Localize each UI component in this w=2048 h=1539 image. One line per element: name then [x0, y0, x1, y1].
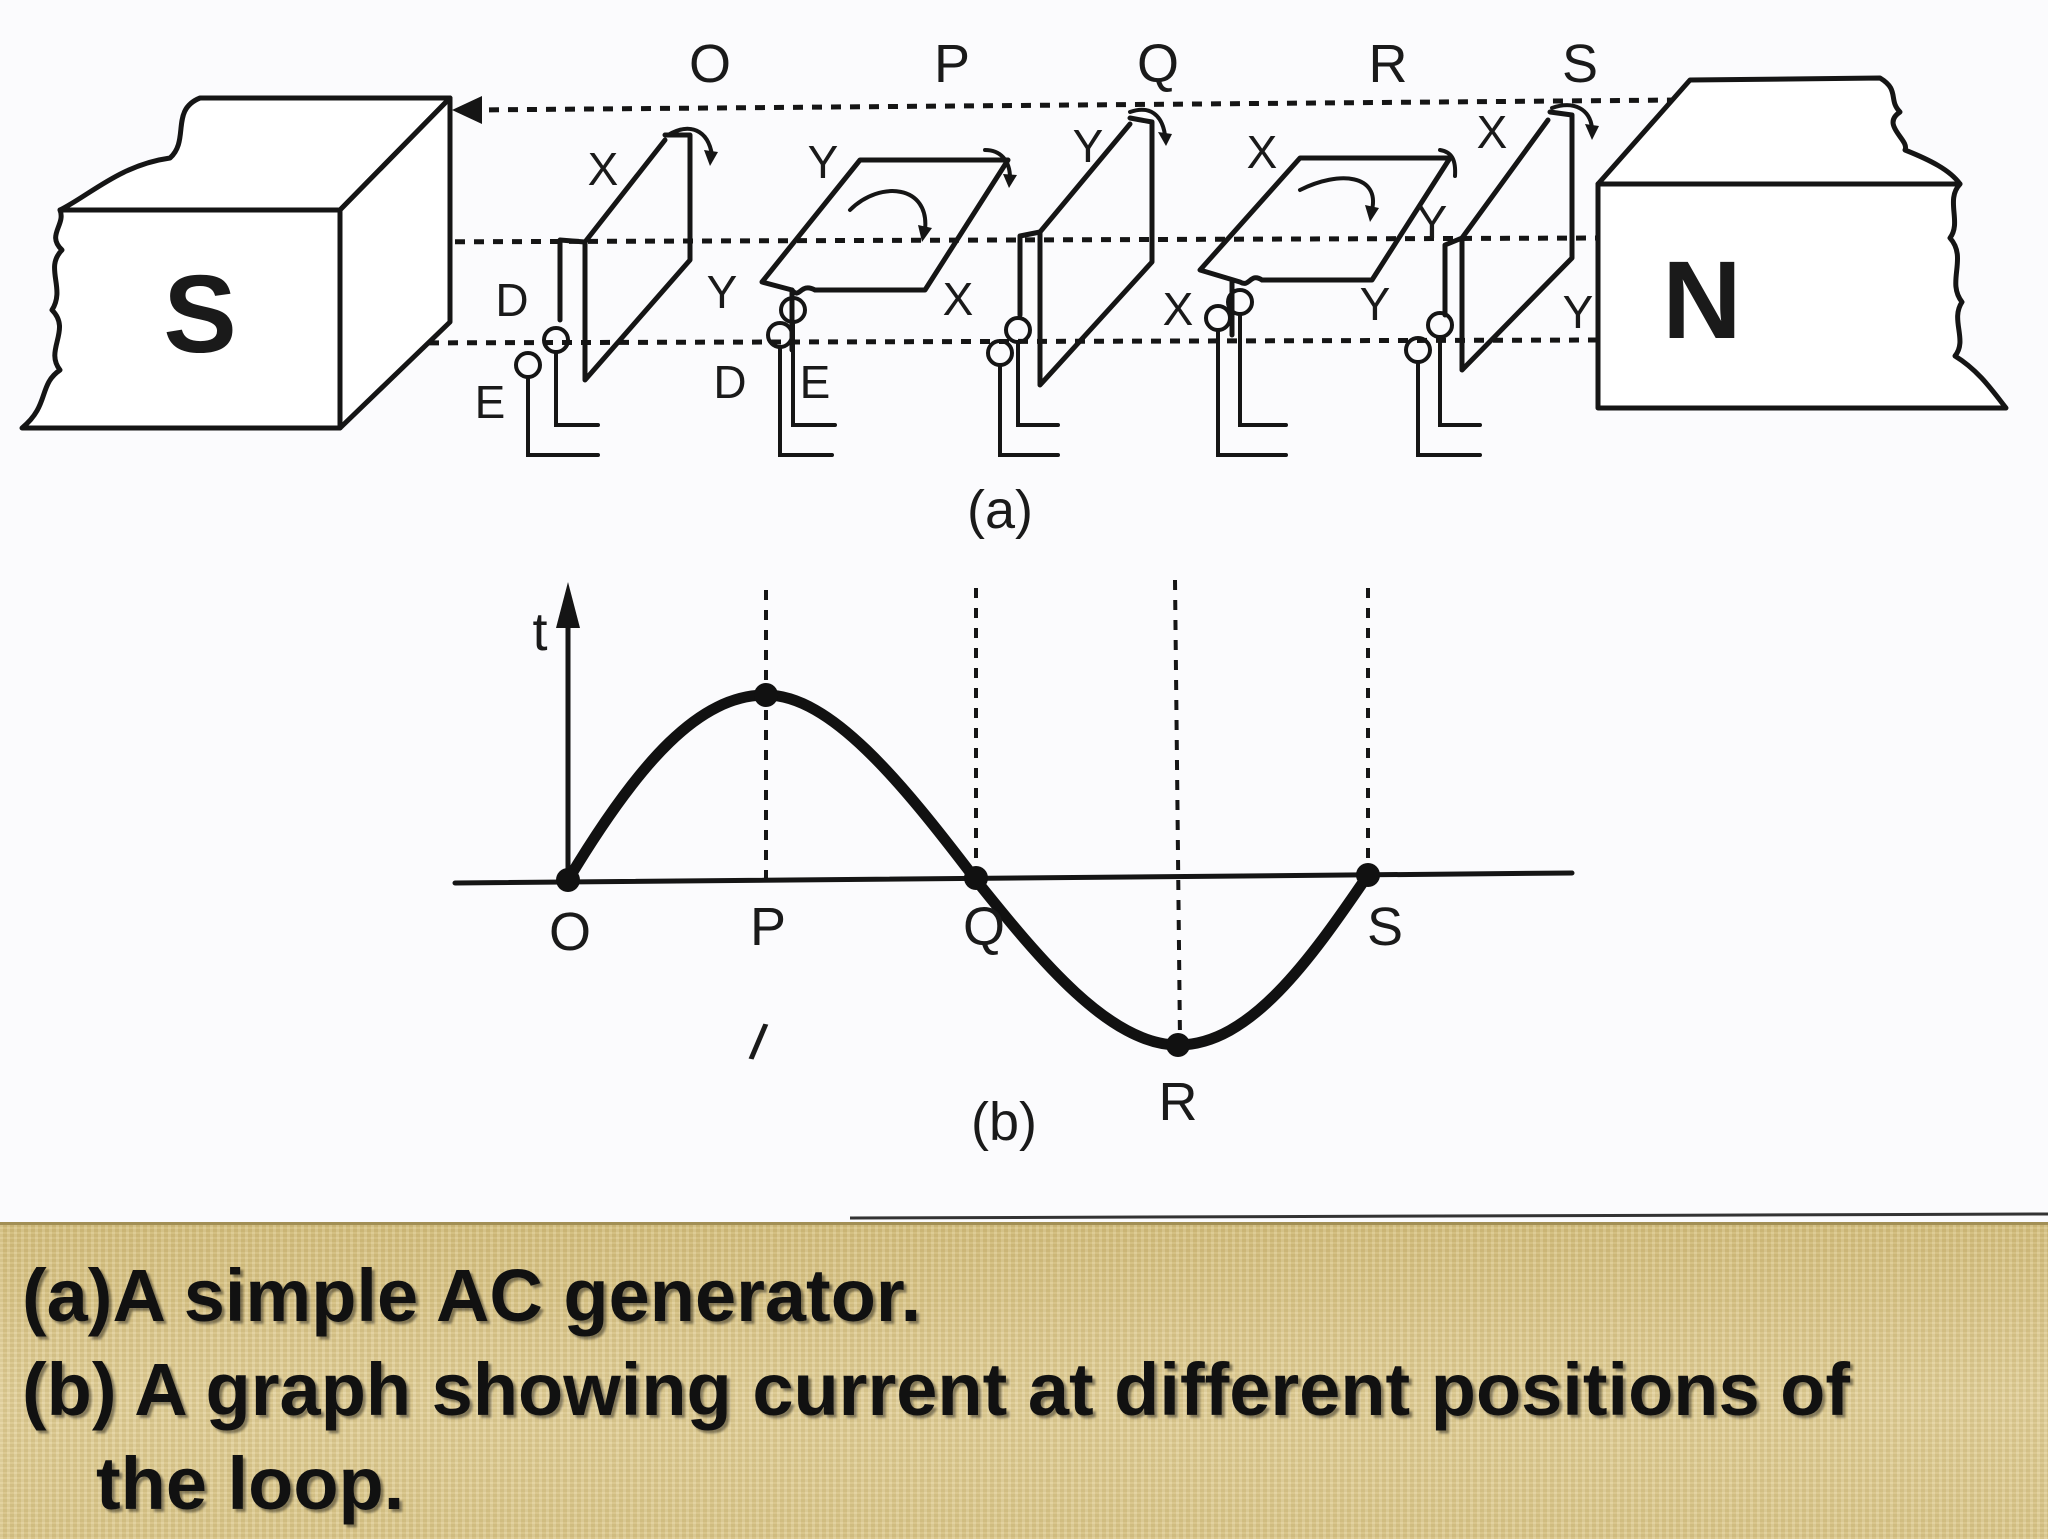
point-q — [964, 866, 988, 890]
loop-position-q: Y X — [943, 107, 1172, 457]
loop-r-label-x-top: X — [1247, 126, 1278, 178]
diagram-b-label: (b) — [971, 1092, 1037, 1152]
caption-line-a: (a)A simple AC generator. — [22, 1254, 922, 1337]
graph-label-q: Q — [963, 897, 1005, 957]
generator-diagram-svg: S N O P Q R S X D E — [19, 34, 2048, 1220]
caption-line-b: (b) A graph showing current at different… — [22, 1348, 1851, 1431]
point-s — [1356, 863, 1380, 887]
current-graph: t O P Q R S I (b) — [452, 579, 1575, 1152]
south-pole-label: S — [163, 253, 236, 376]
north-pole-label: N — [1662, 239, 1741, 362]
loop-r-label-y-mid: Y — [1417, 196, 1448, 248]
loop-p-label-y-side: Y — [707, 266, 738, 318]
point-r — [1166, 1033, 1190, 1057]
loop-o-label-x: X — [588, 143, 619, 195]
pos-label-o: O — [689, 34, 731, 94]
position-labels: O P Q R S — [689, 34, 1598, 94]
x-axis — [452, 870, 1575, 886]
loop-o-label-d: D — [495, 274, 528, 326]
north-magnet: N — [1595, 75, 2009, 411]
loop-position-r: X X Y Y — [1163, 126, 1458, 457]
loop-p-label-y-top: Y — [808, 136, 839, 188]
graph-label-s: S — [1367, 897, 1403, 957]
loop-position-p: Y Y D E — [707, 136, 1017, 457]
south-magnet: S — [19, 95, 453, 431]
loop-s-label-x: X — [1477, 106, 1508, 158]
loop-r-label-x-side: X — [1163, 283, 1194, 335]
figure-bottom-rule — [849, 1212, 2048, 1220]
loop-q-label-y: Y — [1073, 120, 1104, 172]
loop-r-label-y-side: Y — [1360, 278, 1391, 330]
loop-p-label-d: D — [713, 356, 746, 408]
pos-label-p: P — [934, 34, 970, 94]
caption-band: (a)A simple AC generator. (b) A graph sh… — [0, 1222, 2048, 1539]
graph-label-p: P — [750, 897, 786, 957]
current-symbol: I — [744, 1011, 771, 1073]
y-axis-arrow — [556, 582, 580, 628]
loop-position-s: X Y — [1404, 103, 1599, 457]
pos-label-q: Q — [1137, 34, 1179, 94]
diagram-a-label: (a) — [967, 480, 1033, 540]
point-p — [754, 683, 778, 707]
loop-position-o: X D E — [475, 126, 718, 457]
loop-s-label-y: Y — [1563, 286, 1594, 338]
generator-figure: S N O P Q R S X D E — [19, 34, 2048, 1220]
graph-label-r: R — [1159, 1072, 1198, 1132]
y-axis-label: t — [532, 602, 547, 662]
caption-line-b-continued: the loop. — [96, 1442, 405, 1525]
loop-q-label-x: X — [943, 273, 974, 325]
graph-label-o: O — [549, 902, 591, 962]
loop-o-label-e: E — [475, 376, 506, 428]
loop-p-label-e: E — [800, 356, 831, 408]
guide-r — [1173, 579, 1182, 1041]
pos-label-r: R — [1369, 34, 1408, 94]
pos-label-s: S — [1562, 34, 1598, 94]
point-o — [556, 868, 580, 892]
